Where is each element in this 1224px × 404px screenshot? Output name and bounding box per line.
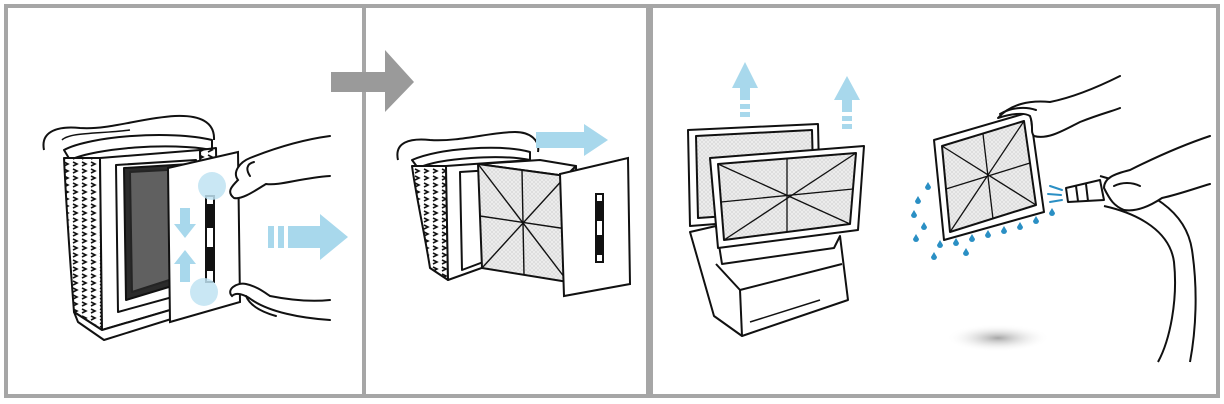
hand-icon — [1104, 136, 1210, 210]
panel-step-2 — [397, 124, 630, 296]
release-point-top — [198, 172, 226, 200]
front-cover-icon — [560, 158, 630, 296]
release-point-bottom — [190, 278, 218, 306]
pre-filter-icon — [710, 146, 864, 248]
panel-step-3 — [688, 62, 1210, 362]
water-spray-icon — [1048, 186, 1062, 202]
arrow-right-icon — [268, 214, 348, 260]
hand-icon — [230, 284, 330, 320]
arrow-right-icon — [536, 124, 608, 156]
panel-step-1 — [43, 116, 348, 340]
arrow-up-icon — [732, 62, 860, 129]
step-arrow-icon — [331, 50, 414, 112]
filter-housing-icon — [690, 226, 848, 336]
hand-icon — [230, 136, 330, 198]
floor-shadow — [946, 324, 1050, 352]
pre-filter-icon — [934, 112, 1044, 240]
